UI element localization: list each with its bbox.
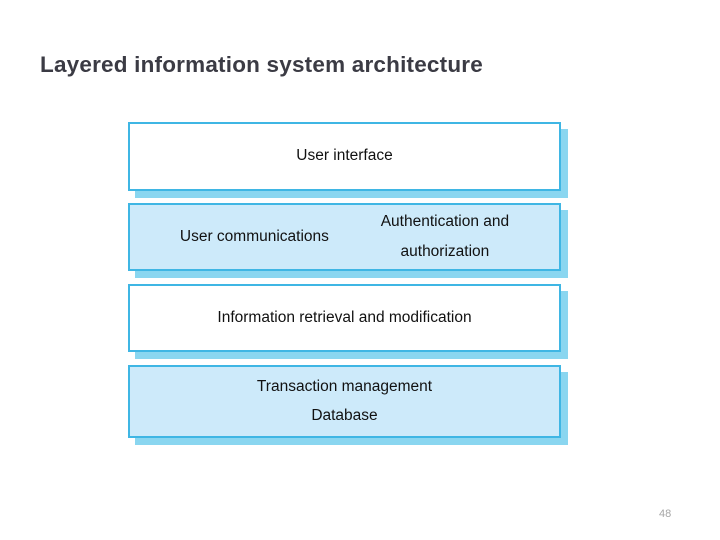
- layer-information-retrieval[interactable]: Information retrieval and modification: [128, 284, 568, 359]
- layer-box[interactable]: User communications Authentication and a…: [128, 203, 561, 271]
- page-title: Layered information system architecture: [40, 52, 483, 77]
- layer-user-interface[interactable]: User interface: [128, 122, 568, 198]
- layer-label: Information retrieval and modification: [217, 308, 472, 326]
- layer-label-line-2: Database: [311, 407, 378, 424]
- layer-label-left: User communications: [179, 227, 329, 245]
- layer-content: Information retrieval and modification: [130, 308, 559, 328]
- layer-label-right-line-2: authorization: [400, 242, 490, 260]
- layer-content: Transaction management Database: [130, 377, 559, 427]
- layer-label: User interface: [296, 147, 393, 165]
- layer-label-right-line-1: Authentication and: [380, 213, 510, 231]
- layer-content: User communications Authentication and a…: [130, 212, 559, 262]
- layer-user-communications-auth[interactable]: User communications Authentication and a…: [128, 203, 568, 278]
- layer-content: User interface: [130, 146, 559, 166]
- page-number: 48: [659, 508, 672, 520]
- layer-label-right-group: Authentication and authorization: [381, 212, 509, 262]
- layer-box[interactable]: Information retrieval and modification: [128, 284, 561, 352]
- layer-box[interactable]: Transaction management Database: [128, 365, 561, 438]
- layer-transaction-database[interactable]: Transaction management Database: [128, 365, 568, 445]
- layer-label-line-1: Transaction management: [256, 377, 433, 395]
- layer-box[interactable]: User interface: [128, 122, 561, 191]
